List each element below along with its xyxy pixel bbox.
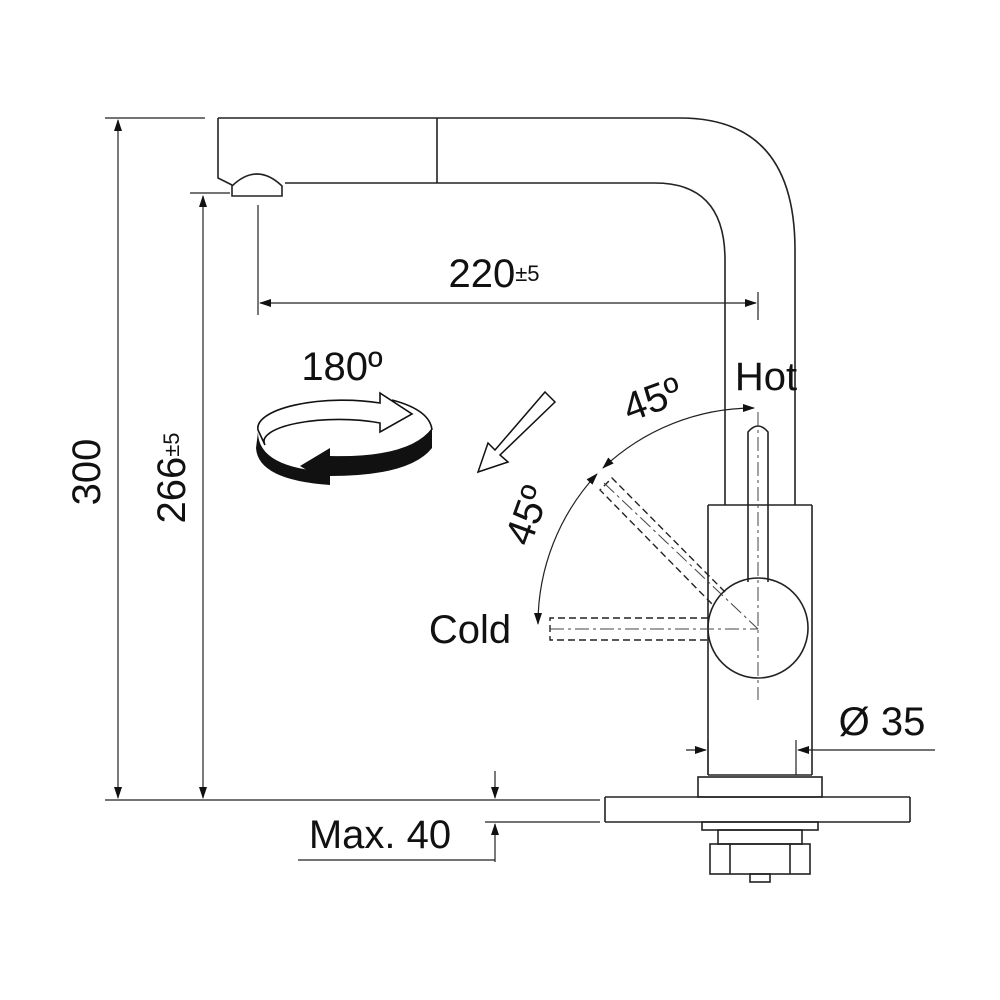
cold-angle-label: 45º — [497, 480, 559, 551]
spout-reach-text: 220±5 — [448, 252, 539, 296]
rotation-indicator: 180º — [256, 345, 433, 485]
max-thickness-label: Max. 40 — [309, 813, 451, 857]
spout-outline — [217, 117, 796, 505]
max-thickness-dimension: Max. 40 — [298, 771, 600, 862]
spout-height-text: 266±5 — [150, 432, 194, 523]
swing-arrow-icon — [476, 390, 557, 474]
diameter-dimension: Ø 35 — [686, 700, 935, 775]
overall-height-dimension: 300 — [65, 117, 600, 801]
spout-reach-dimension: 220±5 — [257, 205, 759, 320]
hot-label: Hot — [735, 355, 797, 399]
spout-height-dimension: 266±5 — [150, 192, 230, 799]
spout-height-tolerance: ±5 — [159, 432, 184, 456]
diameter-label: Ø 35 — [839, 700, 926, 744]
overall-height-label: 300 — [65, 439, 109, 506]
faucet-body — [549, 412, 911, 883]
spout-reach-tolerance: ±5 — [515, 261, 539, 286]
spout-height-value: 266 — [150, 457, 194, 524]
cold-label: Cold — [429, 608, 511, 652]
spout-reach-value: 220 — [448, 252, 515, 296]
rotation-angle-label: 180º — [301, 345, 383, 389]
